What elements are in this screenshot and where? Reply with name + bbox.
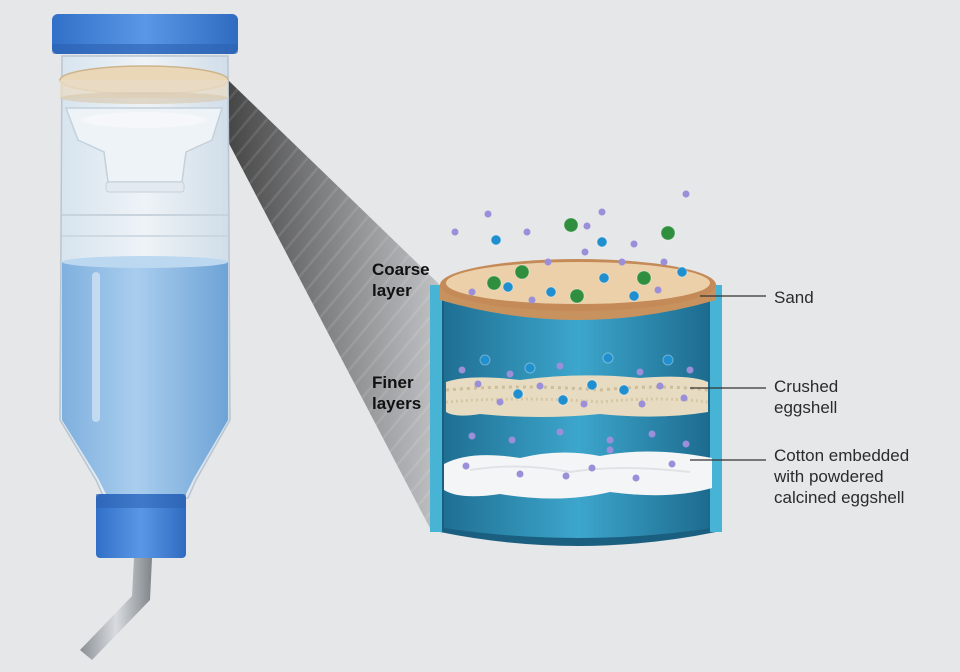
green-particle (563, 217, 579, 233)
purple-particle (556, 428, 564, 436)
purple-particle (516, 470, 524, 478)
purple-particle (583, 222, 591, 230)
purple-particle (606, 446, 614, 454)
particles (451, 190, 694, 482)
purple-particle (506, 370, 514, 378)
blue-particle (490, 234, 502, 246)
green-particle (660, 225, 676, 241)
purple-particle (562, 472, 570, 480)
blue-particle (557, 394, 569, 406)
purple-particle (656, 382, 664, 390)
purple-particle (638, 400, 646, 408)
blue-particle (596, 236, 608, 248)
cotton-label: Cotton embedded with powdered calcined e… (774, 446, 910, 507)
green-particle (486, 275, 502, 291)
purple-particle (484, 210, 492, 218)
purple-particle (458, 366, 466, 374)
crushed-eggshell-layer (445, 375, 709, 417)
purple-particle (682, 440, 690, 448)
purple-particle (680, 394, 688, 402)
zoom-cone (200, 80, 440, 532)
purple-particle (598, 208, 606, 216)
bottle-water (62, 262, 228, 494)
purple-particle (648, 430, 656, 438)
purple-particle (686, 366, 694, 374)
coarse-layer-label: Coarse layer (372, 260, 430, 300)
crushed-eggshell-label: Crushed eggshell (774, 377, 839, 417)
purple-particle (462, 462, 470, 470)
blue-particle (502, 281, 514, 293)
purple-particle (468, 288, 476, 296)
purple-particle (630, 240, 638, 248)
blue-particle (676, 266, 688, 278)
finer-layers-label: Finer layers (372, 373, 422, 413)
blue-particle (586, 379, 598, 391)
purple-particle (632, 474, 640, 482)
purple-particle (588, 464, 596, 472)
drinking-spout (80, 558, 152, 660)
purple-particle (496, 398, 504, 406)
filter-cross-section (430, 190, 766, 546)
purple-particle (606, 436, 614, 444)
blue-particle (545, 286, 557, 298)
purple-particle (508, 436, 516, 444)
blue-particle (628, 290, 640, 302)
cotton-layer (444, 451, 712, 499)
bottle-neck-cap (96, 494, 186, 558)
purple-particle (660, 258, 668, 266)
green-particle (569, 288, 585, 304)
purple-particle (580, 400, 588, 408)
purple-particle (668, 460, 676, 468)
purple-particle (468, 432, 476, 440)
purple-particle (523, 228, 531, 236)
purple-particle (451, 228, 459, 236)
purple-particle (528, 296, 536, 304)
purple-particle (581, 248, 589, 256)
green-particle (636, 270, 652, 286)
blue-particle (662, 354, 674, 366)
blue-particle (602, 352, 614, 364)
green-particle (514, 264, 530, 280)
purple-particle (556, 362, 564, 370)
purple-particle (536, 382, 544, 390)
purple-particle (636, 368, 644, 376)
purple-particle (618, 258, 626, 266)
blue-particle (512, 388, 524, 400)
sand-label: Sand (774, 288, 814, 307)
purple-particle (654, 286, 662, 294)
purple-particle (544, 258, 552, 266)
blue-particle (618, 384, 630, 396)
blue-particle (598, 272, 610, 284)
blue-particle (479, 354, 491, 366)
water-bottle (52, 14, 238, 660)
purple-particle (474, 380, 482, 388)
purple-particle (682, 190, 690, 198)
blue-particle (524, 362, 536, 374)
